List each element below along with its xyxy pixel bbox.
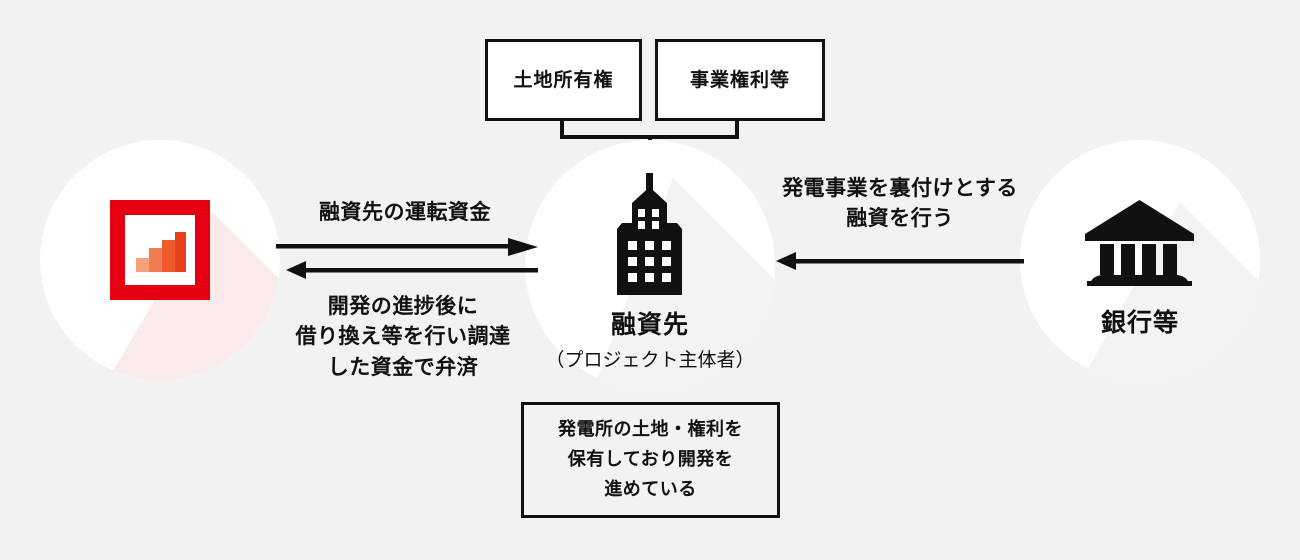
bank-building-icon	[1085, 200, 1194, 286]
arrow-working-capital-right	[276, 238, 538, 256]
flow-repayment-line-1: 開発の進捗後に	[327, 295, 479, 318]
arrow-project-finance-loan-left	[776, 252, 1024, 270]
top-box-land-ownership: 土地所有権	[485, 39, 642, 121]
right-icon-long-shadow	[1082, 202, 1260, 380]
bottom-box-line-3: 進めている	[604, 478, 697, 499]
bracket-stem-right	[735, 121, 739, 139]
node-center-title: 融資先	[610, 311, 689, 339]
top-box-business-rights: 事業権利等	[655, 39, 825, 121]
bracket-stem-left	[560, 121, 564, 139]
bottom-box-borrower-note: 発電所の土地・権利を 保有しており開発を 進めている	[521, 402, 780, 518]
center-icon-long-shadow	[593, 178, 775, 390]
bottom-box-line-2: 保有しており開発を	[567, 449, 734, 470]
arrow-repayment-left	[286, 261, 538, 279]
flow-working-capital-label: 融資先の運転資金	[280, 198, 530, 228]
node-center-circle	[525, 140, 775, 390]
flow-repayment-line-2: 借り換え等を行い調達	[295, 325, 511, 349]
flow-project-finance-loan-label: 発電事業を裏付けとする 融資を行う	[765, 174, 1035, 235]
flow-project-finance-loan-line-1: 発電事業を裏付けとする	[782, 177, 1018, 200]
bar-chart-in-frame-icon	[110, 200, 210, 300]
flow-repayment-line-3: した資金で弁済	[327, 355, 479, 379]
flow-repayment-label: 開発の進捗後に 借り換え等を行い調達 した資金で弁済	[268, 292, 538, 383]
office-building-icon	[617, 173, 682, 295]
node-right-title: 銀行等	[1100, 309, 1179, 337]
top-box-business-rights-label: 事業権利等	[689, 69, 790, 91]
bottom-box-line-1: 発電所の土地・権利を	[558, 419, 743, 440]
flow-working-capital-line-1: 融資先の運転資金	[319, 201, 491, 224]
flow-project-finance-loan-line-2: 融資を行う	[846, 207, 954, 231]
node-right-circle	[1020, 140, 1260, 380]
node-center-subtitle: （プロジェクト主体者）	[545, 350, 755, 371]
top-box-land-ownership-label: 土地所有権	[513, 69, 614, 91]
node-left-circle	[40, 140, 280, 380]
